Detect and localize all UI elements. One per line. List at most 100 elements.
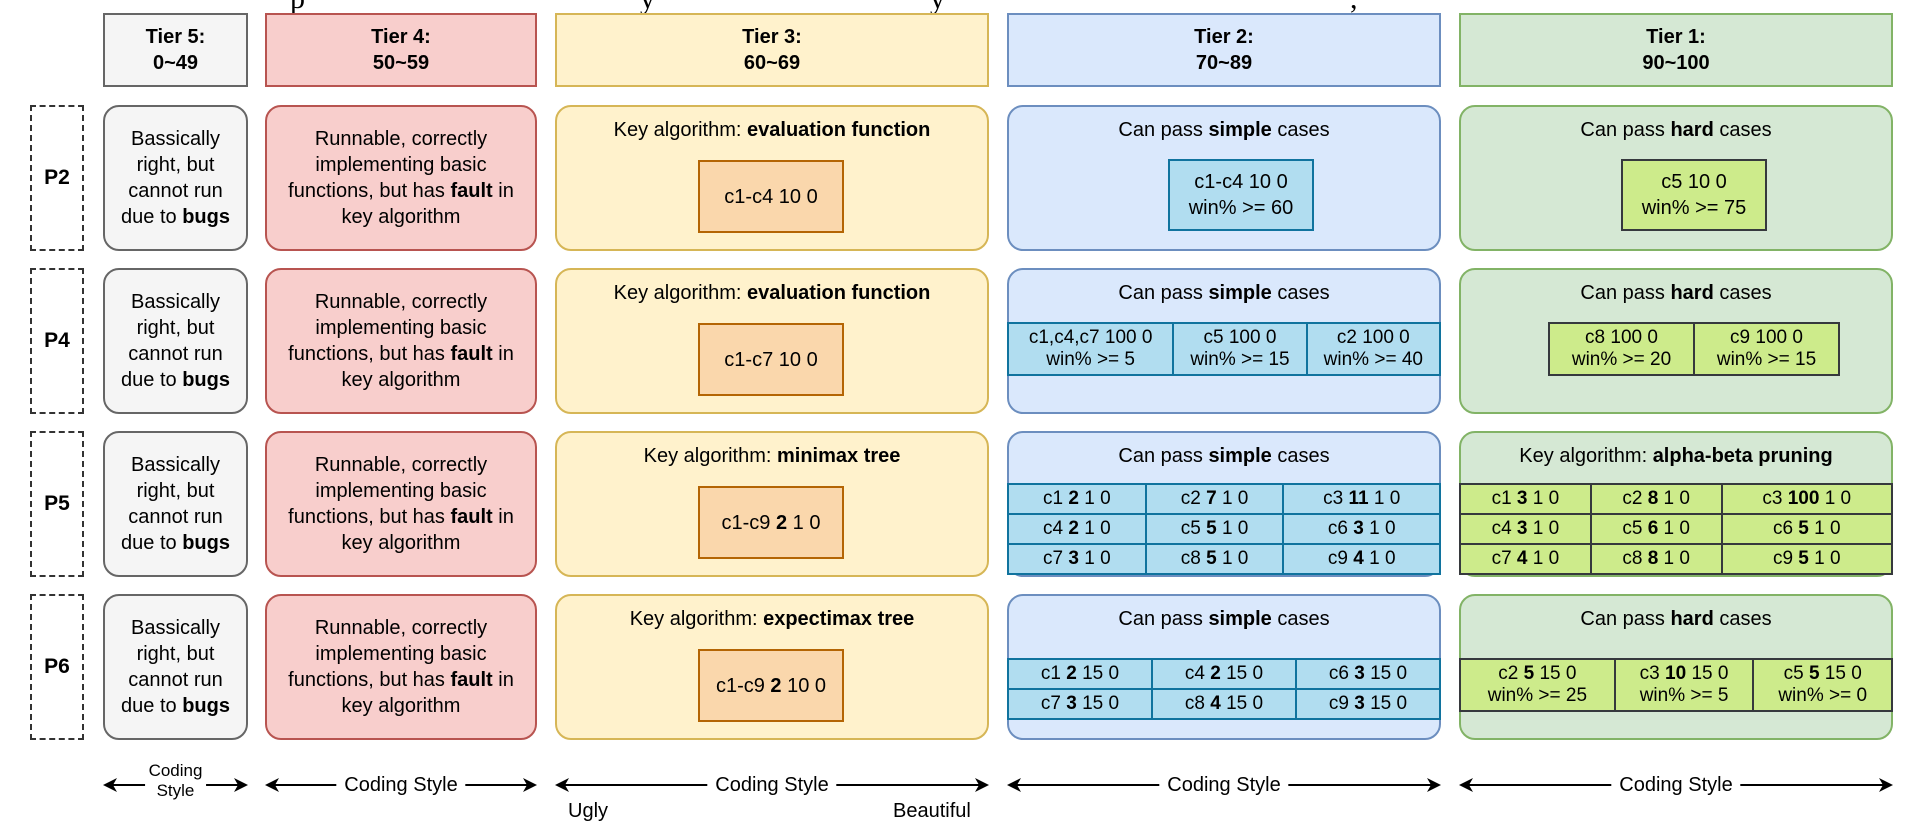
row-label-p4: P4: [30, 268, 84, 414]
case-cell: c4 3 1 0: [1459, 513, 1592, 545]
case-cell: c5 5 1 0: [1144, 513, 1285, 545]
case-cell: c6 3 15 0: [1295, 658, 1441, 690]
p5-tier5-card: Bassically right, but cannot run due to …: [103, 431, 248, 577]
tier2-coding-style-axis: Coding Style: [1007, 773, 1441, 797]
case-cell: c3 100 1 0: [1720, 483, 1894, 515]
p5-tier2-card: Can pass simple cases c1 2 1 0 c2 7 1 0 …: [1007, 431, 1441, 577]
tier-header-4: Tier 4:50~59: [265, 13, 537, 87]
p2-tier4-card: Runnable, correctly implementing basic f…: [265, 105, 537, 251]
p6-tier2-card: Can pass simple cases c1 2 15 0 c4 2 15 …: [1007, 594, 1441, 740]
p6-tier3-card: Key algorithm: expectimax tree c1-c9 2 1…: [555, 594, 989, 740]
tier3-axis-label: Coding Style: [707, 773, 837, 797]
case-cell: c8 8 1 0: [1589, 543, 1723, 575]
p5-tier1-card: Key algorithm: alpha-beta pruning c1 3 1…: [1459, 431, 1894, 577]
case-cell: c7 3 1 0: [1007, 543, 1147, 575]
case-cell: c9 4 1 0: [1282, 543, 1441, 575]
case-cell: c6 3 1 0: [1282, 513, 1441, 545]
p2-tier2-heading: Can pass simple cases: [1118, 119, 1330, 141]
case-cell: c2 8 1 0: [1589, 483, 1723, 515]
caption-fragment: ,: [1350, 0, 1358, 14]
p5-tier2-heading: Can pass simple cases: [1118, 445, 1330, 467]
case-cell: c9 3 15 0: [1295, 688, 1441, 720]
tier-header-5: Tier 5:0~49: [103, 13, 248, 87]
p4-tier3-heading: Key algorithm: evaluation function: [613, 282, 931, 304]
p4-tier3-case-box: c1-c7 10 0: [698, 323, 844, 396]
tier1-coding-style-axis: Coding Style: [1459, 773, 1893, 797]
p5-tier1-heading: Key algorithm: alpha-beta pruning: [1519, 445, 1833, 467]
case-cell: c8 5 1 0: [1144, 543, 1285, 575]
row-label-p5: P5: [30, 431, 84, 577]
beautiful-label: Beautiful: [893, 800, 971, 822]
p4-tier4-card: Runnable, correctly implementing basic f…: [265, 268, 537, 414]
p5-tier1-case-table: c1 3 1 0 c2 8 1 0 c3 100 1 0 c4 3 1 0 c5…: [1459, 483, 1894, 575]
p6-tier1-heading: Can pass hard cases: [1580, 608, 1772, 630]
p5-tier3-case-box: c1-c9 2 1 0: [698, 486, 844, 559]
case-cell: c4 2 1 0: [1007, 513, 1147, 545]
case-cell: c9 5 1 0: [1720, 543, 1894, 575]
case-cell: c7 3 15 0: [1007, 688, 1153, 720]
case-cell: c6 5 1 0: [1720, 513, 1894, 545]
caption-fragment: y: [640, 0, 655, 14]
p5-tier3-card: Key algorithm: minimax tree c1-c9 2 1 0: [555, 431, 989, 577]
p6-tier2-case-table: c1 2 15 0 c4 2 15 0 c6 3 15 0 c7 3 15 0 …: [1007, 658, 1441, 720]
case-cell: c4 2 15 0: [1151, 658, 1297, 690]
case-cell: c7 4 1 0: [1459, 543, 1592, 575]
caption-fragment: p: [290, 0, 305, 14]
case-cell: c8 4 15 0: [1151, 688, 1297, 720]
tier4-axis-label: Coding Style: [336, 773, 466, 797]
p5-tier4-card: Runnable, correctly implementing basic f…: [265, 431, 537, 577]
p2-tier3-case-box: c1-c4 10 0: [698, 160, 844, 233]
p2-tier1-heading: Can pass hard cases: [1580, 119, 1772, 141]
tier4-coding-style-axis: Coding Style: [265, 773, 537, 797]
p6-tier3-case-box: c1-c9 2 10 0: [698, 649, 844, 722]
p4-tier5-card: Bassically right, but cannot run due to …: [103, 268, 248, 414]
case-cell: c1 2 15 0: [1007, 658, 1153, 690]
case-cell: c5 6 1 0: [1589, 513, 1723, 545]
p2-tier5-card: Bassically right, but cannot run due to …: [103, 105, 248, 251]
p6-tier2-heading: Can pass simple cases: [1118, 608, 1330, 630]
case-cell: c1 3 1 0: [1459, 483, 1592, 515]
row-label-p2: P2: [30, 105, 84, 251]
ugly-label: Ugly: [568, 800, 609, 822]
p6-tier4-card: Runnable, correctly implementing basic f…: [265, 594, 537, 740]
case-cell: c2 7 1 0: [1144, 483, 1285, 515]
p4-tier3-card: Key algorithm: evaluation function c1-c7…: [555, 268, 989, 414]
tier1-axis-label: Coding Style: [1611, 773, 1741, 797]
p2-tier3-card: Key algorithm: evaluation function c1-c4…: [555, 105, 989, 251]
row-label-p6: P6: [30, 594, 84, 740]
p6-tier5-card: Bassically right, but cannot run due to …: [103, 594, 248, 740]
tier-header-1: Tier 1:90~100: [1459, 13, 1893, 87]
p5-tier2-case-table: c1 2 1 0 c2 7 1 0 c3 11 1 0 c4 2 1 0 c5 …: [1007, 483, 1441, 575]
tier-header-3: Tier 3:60~69: [555, 13, 989, 87]
p4-tier2-heading: Can pass simple cases: [1118, 282, 1330, 304]
tier2-axis-label: Coding Style: [1159, 773, 1289, 797]
case-cell: c1 2 1 0: [1007, 483, 1147, 515]
tier3-coding-style-axis: Coding Style: [555, 773, 989, 797]
p4-tier1-heading: Can pass hard cases: [1580, 282, 1772, 304]
tier-header-2: Tier 2:70~89: [1007, 13, 1441, 87]
p2-tier3-heading: Key algorithm: evaluation function: [613, 119, 931, 141]
p5-tier3-heading: Key algorithm: minimax tree: [643, 445, 901, 467]
caption-fragment: y: [930, 0, 945, 14]
p6-tier3-heading: Key algorithm: expectimax tree: [629, 608, 915, 630]
